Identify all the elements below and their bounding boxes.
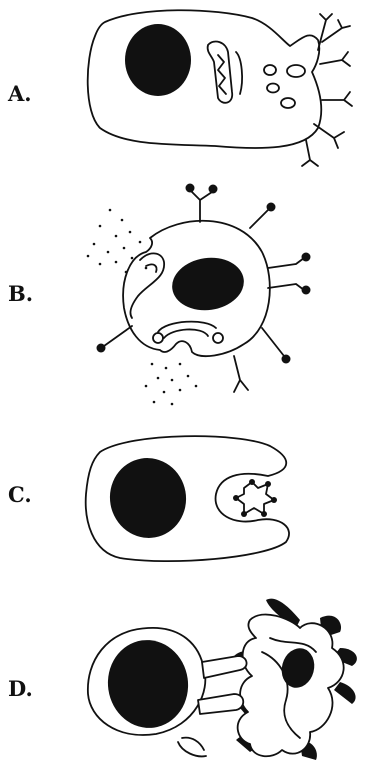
cell-c-particle-spike [241,511,247,517]
cell-c-drawing [0,410,368,590]
cell-d-target-cell [234,599,357,760]
cell-a-vesicle [287,65,305,77]
panel-label: A. [8,81,32,106]
cell-a-antibodies [302,14,352,166]
cell-a-membrane [88,10,322,148]
panel-a: A. [0,0,368,180]
cell-c-particle-spike [233,495,239,501]
cell-a-vesicle [264,65,276,75]
cell-a-golgi-outer [236,52,242,94]
panel-d: D. [0,590,368,767]
panel-c: C. [0,410,368,590]
cell-c-particle-spike [261,511,267,517]
cell-d-drawing [0,590,368,767]
cell-b-granules-lower [145,363,198,406]
cell-a-vesicle [281,98,295,108]
panel-label: D. [8,676,33,701]
cell-c-particle-spike [271,497,277,503]
cell-a-golgi-inner [218,55,226,94]
cell-d-nk-cell [88,628,247,757]
panel-label: B. [8,281,33,306]
cell-a-nucleus [125,24,191,96]
panel-b: B. [0,180,368,410]
cell-c-particle-spike [249,479,255,485]
cell-c-nucleus [104,452,193,544]
cell-b-drawing [0,180,368,410]
cell-a-vesicle [267,84,279,93]
panel-label: C. [8,482,32,507]
cell-a-drawing [0,0,368,180]
cell-c-particle-spike [265,481,271,487]
